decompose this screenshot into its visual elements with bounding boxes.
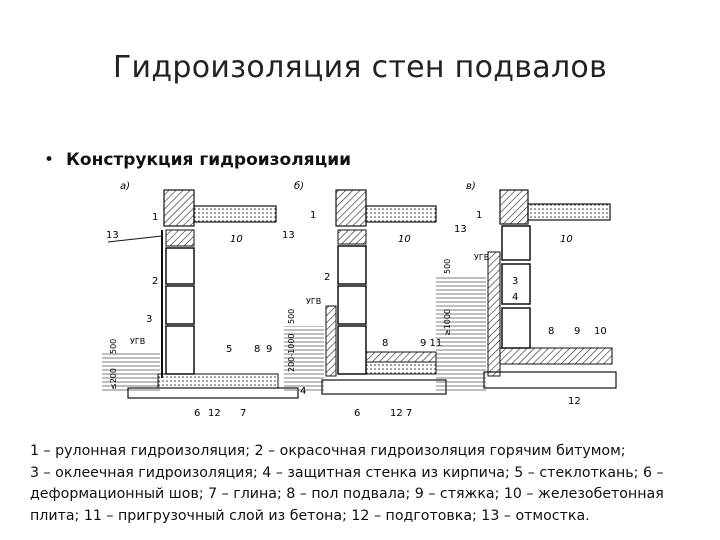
legend-line: 1 – рулонная гидроизоляция; 2 – окрасочн… xyxy=(30,443,626,459)
slide-title: Гидроизоляция стен подвалов xyxy=(112,50,608,85)
svg-text:1: 1 xyxy=(152,212,158,223)
svg-text:10: 10 xyxy=(594,326,607,337)
panel-b-ugv: УГВ xyxy=(306,297,321,306)
svg-text:2: 2 xyxy=(152,276,158,287)
svg-text:12 7: 12 7 xyxy=(390,408,412,419)
figure-legend: 1 – рулонная гидроизоляция; 2 – окрасочн… xyxy=(30,441,690,527)
svg-text:6: 6 xyxy=(354,408,360,419)
svg-text:9: 9 xyxy=(266,344,272,355)
svg-text:13: 13 xyxy=(282,230,295,241)
svg-text:≥1000: ≥1000 xyxy=(443,309,452,336)
legend-line: 3 – оклеечная гидроизоляция; 4 – защитна… xyxy=(30,464,664,481)
panel-c-label: в) xyxy=(466,181,476,192)
svg-text:6: 6 xyxy=(194,408,200,419)
svg-text:4: 4 xyxy=(300,386,306,397)
panel-b-label: б) xyxy=(294,180,304,192)
svg-text:10: 10 xyxy=(560,234,573,245)
svg-text:3: 3 xyxy=(512,276,518,287)
panel-b: б) 13 1 2 10 УГВ 500 200-1000 8 9 11 4 6… xyxy=(282,180,447,419)
svg-text:2: 2 xyxy=(324,272,330,283)
legend-line: деформационный шов; 7 – глина; 8 – пол п… xyxy=(30,486,664,502)
svg-text:500: 500 xyxy=(443,259,452,274)
bullet-text: Конструкция гидроизоляции xyxy=(66,150,352,170)
svg-text:4: 4 xyxy=(512,292,518,303)
svg-text:200-1000: 200-1000 xyxy=(287,333,296,372)
panel-a-ugv: УГВ xyxy=(130,337,145,346)
panel-c-ugv: УГВ xyxy=(474,253,489,262)
svg-text:9: 9 xyxy=(574,326,580,337)
svg-text:1: 1 xyxy=(476,210,482,221)
bullet-dot: • xyxy=(44,150,55,170)
svg-text:1: 1 xyxy=(310,210,316,221)
svg-text:9 11: 9 11 xyxy=(420,338,442,349)
svg-text:8: 8 xyxy=(382,338,388,349)
svg-text:500: 500 xyxy=(109,339,118,354)
svg-text:3: 3 xyxy=(146,314,152,325)
svg-text:10: 10 xyxy=(230,234,243,245)
svg-text:12: 12 xyxy=(208,408,221,419)
panel-c: в) 13 1 3 4 10 УГВ 500 ≥1000 8 9 10 12 xyxy=(436,181,617,407)
svg-text:8: 8 xyxy=(254,344,260,355)
svg-text:13: 13 xyxy=(106,230,119,241)
svg-text:8: 8 xyxy=(548,326,554,337)
panel-a-label: а) xyxy=(120,181,130,192)
svg-text:12: 12 xyxy=(568,396,581,407)
svg-text:13: 13 xyxy=(454,224,467,235)
waterproofing-figure: а) 13 1 2 3 10 УГВ 500 ≤200 5 8 9 6 12 7… xyxy=(102,180,617,419)
svg-text:≤200: ≤200 xyxy=(109,368,118,390)
panel-a: а) 13 1 2 3 10 УГВ 500 ≤200 5 8 9 6 12 7 xyxy=(102,181,299,419)
svg-text:10: 10 xyxy=(398,234,411,245)
svg-text:5: 5 xyxy=(226,344,232,355)
legend-line: плита; 11 – пригрузочный слой из бетона;… xyxy=(30,507,590,524)
bullet-item: • Конструкция гидроизоляции xyxy=(44,150,351,170)
svg-text:7: 7 xyxy=(240,408,246,419)
svg-text:500: 500 xyxy=(287,309,296,324)
